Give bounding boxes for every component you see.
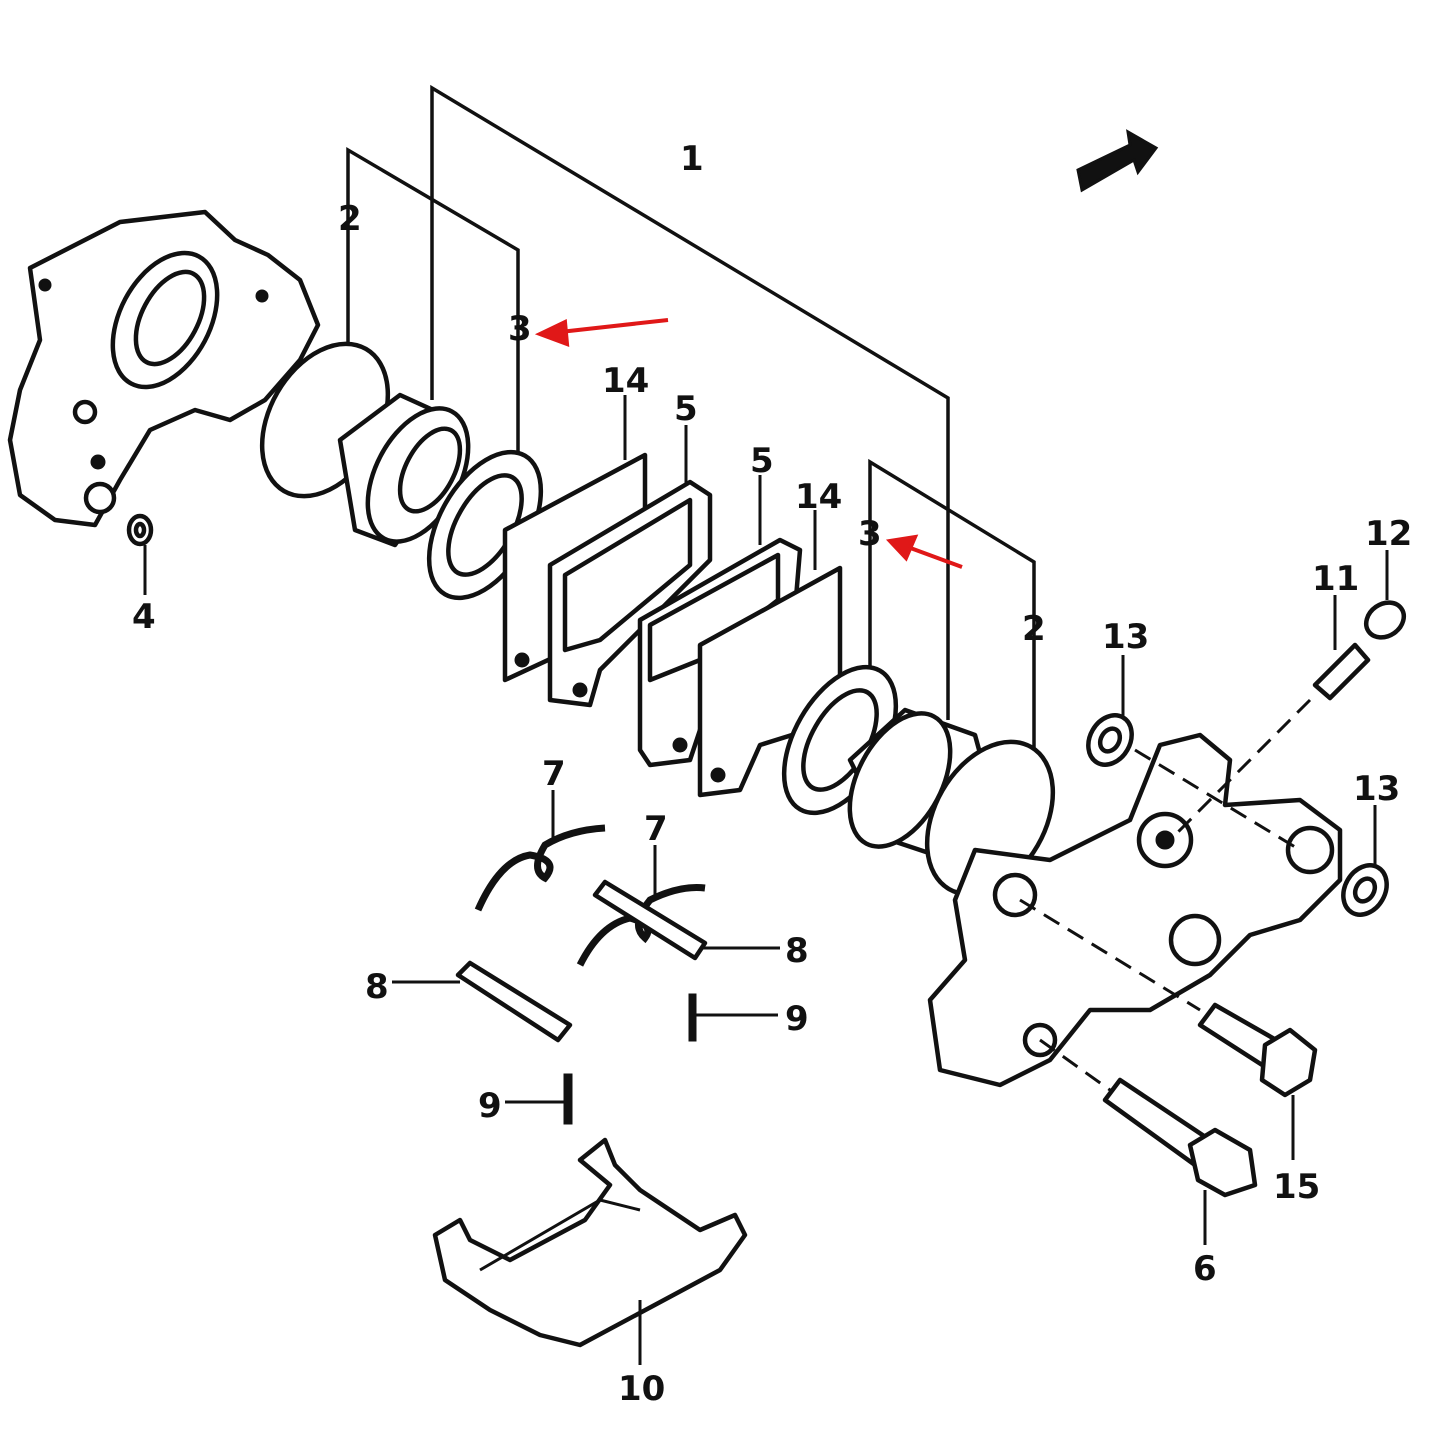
clip-9-right [688, 993, 697, 1042]
callout-13-lower: 13 [1353, 769, 1400, 809]
callout-12: 12 [1365, 514, 1412, 554]
callout-14-right: 14 [795, 477, 842, 517]
seal-bracket-right [868, 458, 1036, 750]
callout-7-left: 7 [542, 754, 566, 794]
washer-13-lower [1341, 863, 1389, 917]
leader-lines [143, 395, 1389, 1365]
assembly-axis-lines [1019, 698, 1312, 1092]
callout-9-right: 9 [785, 999, 809, 1039]
caliper-right-half [927, 732, 1343, 1088]
callout-8-left: 8 [365, 967, 389, 1007]
pad-pin-8-left [455, 960, 573, 1043]
callout-4: 4 [132, 597, 156, 637]
kit-bracket-1 [430, 84, 950, 720]
pad-cover-10 [432, 1137, 748, 1348]
callout-2-left: 2 [338, 199, 362, 239]
washer-4 [126, 513, 154, 547]
pad-spring-7-right [576, 884, 706, 967]
piston-left [337, 392, 471, 548]
seal-bracket-left [346, 146, 520, 455]
callout-9-left: 9 [478, 1086, 502, 1126]
pad-spring-7-left [474, 824, 606, 912]
bleeder-cap-12 [1363, 600, 1407, 640]
bolt-6 [1102, 1077, 1258, 1198]
washer-13-upper [1086, 713, 1134, 767]
callout-15: 15 [1273, 1167, 1320, 1207]
callout-10: 10 [618, 1369, 665, 1409]
callout-13-upper: 13 [1102, 617, 1149, 657]
callout-6: 6 [1193, 1249, 1217, 1289]
red-arrow-icon-right [885, 534, 963, 569]
clip-9-left [563, 1073, 573, 1125]
bleeder-screw-11 [1312, 642, 1371, 701]
callout-1: 1 [680, 139, 704, 179]
pad-pin-8-right [592, 879, 708, 961]
callout-8-right: 8 [785, 931, 809, 971]
bolt-15 [1197, 1002, 1318, 1098]
callout-7-right: 7 [644, 809, 668, 849]
callout-2-right: 2 [1022, 609, 1046, 649]
pad-shim-right [697, 565, 843, 798]
callout-11: 11 [1312, 559, 1359, 599]
front-arrow-icon [1076, 129, 1159, 193]
callout-5-right: 5 [750, 441, 774, 481]
brake-pad-left [547, 479, 713, 708]
caliper-left-half [7, 209, 321, 528]
callout-3-right: 3 [858, 514, 882, 554]
callout-5-left: 5 [674, 389, 698, 429]
callout-3-left: 3 [508, 309, 532, 349]
red-arrow-icon-left [534, 318, 669, 347]
callout-14-left: 14 [602, 361, 649, 401]
